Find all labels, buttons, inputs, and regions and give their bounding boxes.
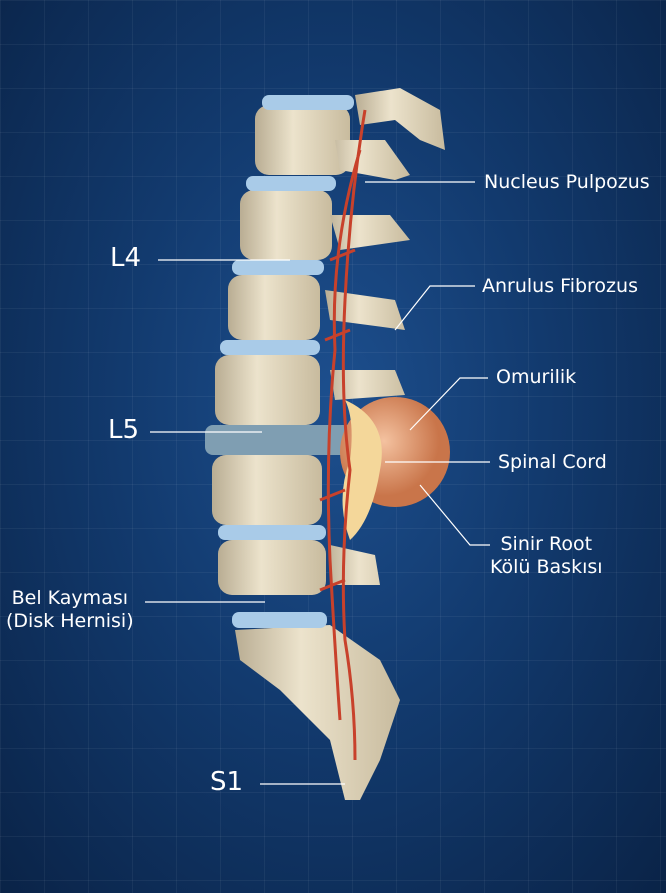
label-omurilik: Omurilik (496, 366, 577, 388)
l5-disc (205, 425, 355, 455)
label-sinir-root-line1: Sinir Root (500, 533, 593, 555)
label-sinir-root: Sinir Root Kölü Baskısı (490, 533, 603, 579)
label-bel-kaymasi: Bel Kayması (Disk Hernisi) (6, 587, 134, 633)
nerves (319, 109, 367, 761)
label-bel-kaymasi-line1: Bel Kayması (11, 587, 129, 609)
vertebrae (212, 88, 445, 800)
label-spinal-cord: Spinal Cord (498, 451, 607, 473)
leader-lines (145, 181, 490, 785)
label-sinir-root-line2: Kölü Baskısı (490, 556, 603, 578)
label-annulus-fibrozus: Anrulus Fibrozus (482, 275, 638, 297)
label-nucleus-pulpozus: Nucleus Pulpozus (484, 171, 650, 193)
label-l4: L4 (110, 243, 142, 273)
spinal-cord (342, 400, 382, 540)
label-s1: S1 (210, 767, 244, 797)
label-bel-kaymasi-line2: (Disk Hernisi) (6, 610, 134, 632)
label-l5: L5 (108, 415, 140, 445)
